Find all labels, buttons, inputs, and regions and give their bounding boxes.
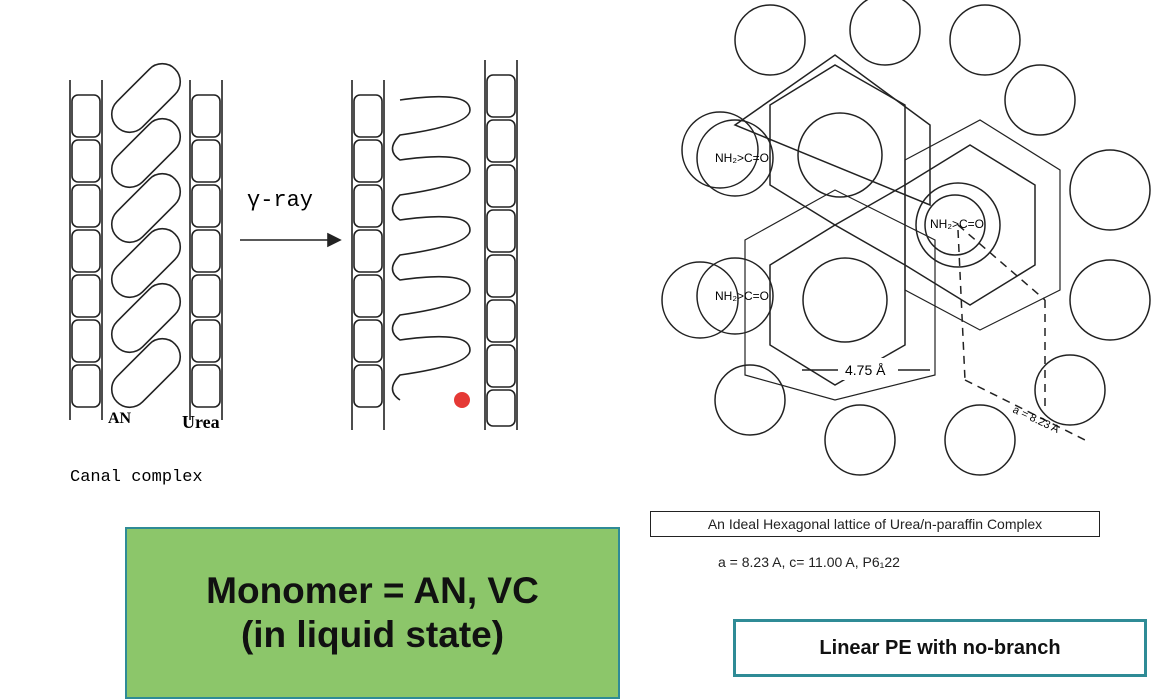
lattice-constant-label: a = 8.23 A xyxy=(1011,404,1062,436)
lattice-parameters: a = 8.23 A, c= 11.00 A, P6₁22 xyxy=(718,554,900,570)
urea-wall-right-2 xyxy=(484,60,518,430)
lattice-caption: An Ideal Hexagonal lattice of Urea/n-par… xyxy=(707,516,1043,532)
lattice-caption-box: An Ideal Hexagonal lattice of Urea/n-par… xyxy=(650,511,1100,537)
urea-wall-left-2 xyxy=(351,80,385,430)
urea-label-top: NH₂>C=O xyxy=(715,151,769,165)
linear-pe-box: Linear PE with no-branch xyxy=(733,619,1147,677)
an-molecule-stack xyxy=(110,62,182,409)
monomer-line: Monomer = AN, VC xyxy=(206,569,539,611)
urea-wall-left-1 xyxy=(69,80,103,420)
dashed-lines xyxy=(957,224,1086,441)
state-line: (in liquid state) xyxy=(240,614,505,655)
label-canal-complex: Canal complex xyxy=(70,468,203,487)
molecule-circles xyxy=(696,112,1001,343)
urea-wall-right-1 xyxy=(189,80,223,420)
urea-label-bottom: NH₂>C=O xyxy=(715,289,769,303)
urea-label-center: NH₂>C=O xyxy=(930,217,984,231)
hexagon-frames xyxy=(733,54,1061,401)
gamma-arrow xyxy=(240,232,342,248)
red-dot-marker xyxy=(454,392,470,408)
hexagonal-lattice-diagram: NH₂>C=O NH₂>C=O NH₂>C=O 4.75 Å a = 8.23 … xyxy=(661,0,1151,476)
polymer-chain xyxy=(391,95,471,401)
label-urea: Urea xyxy=(182,412,220,432)
monomer-info-box: Monomer = AN, VC (in liquid state) xyxy=(125,527,620,699)
distance-label: 4.75 Å xyxy=(845,362,886,378)
outer-envelope xyxy=(661,0,1151,476)
canal-complex-diagram xyxy=(69,60,518,430)
linear-pe-text: Linear PE with no-branch xyxy=(819,636,1061,659)
label-gamma-ray: γ-ray xyxy=(247,188,314,213)
label-an: AN xyxy=(108,410,132,427)
